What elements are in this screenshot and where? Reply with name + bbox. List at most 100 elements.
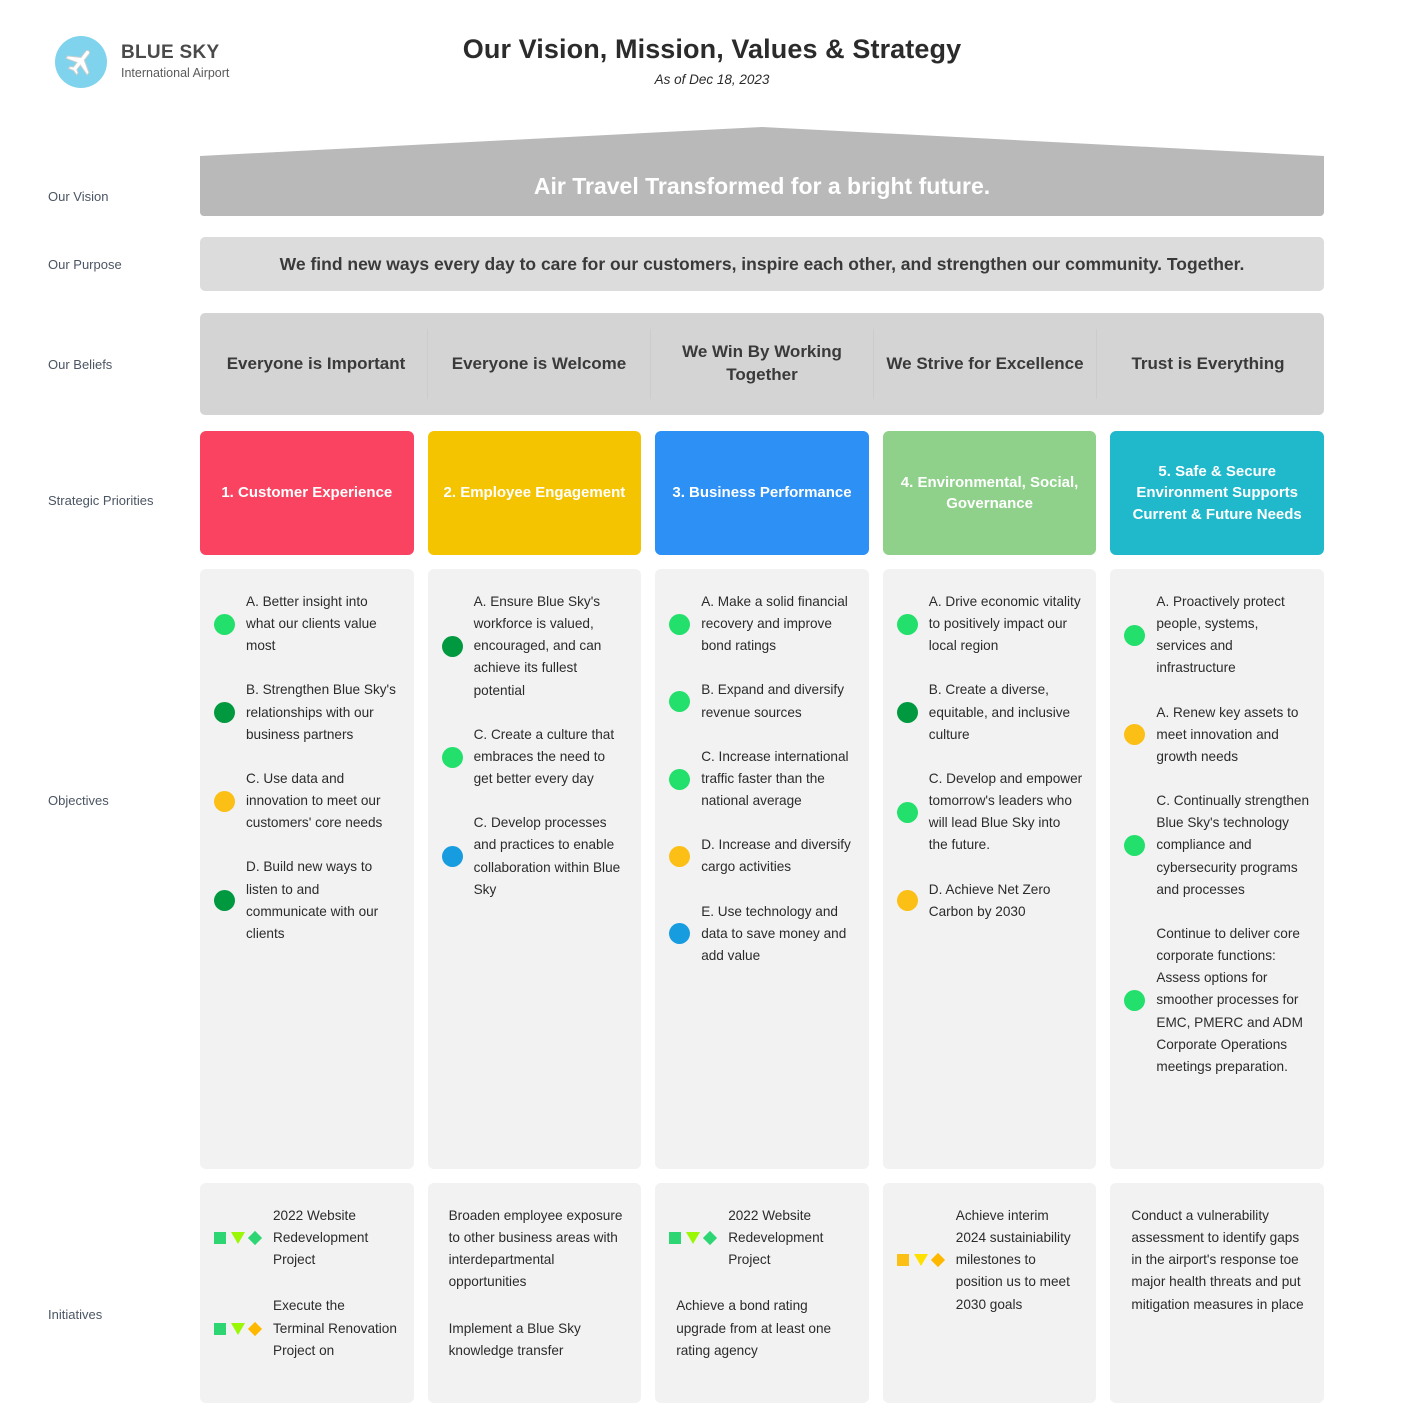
status-dot-icon — [669, 923, 691, 945]
initiative-text: Achieve interim 2024 sustainiability mil… — [955, 1208, 1071, 1312]
row-label-purpose: Our Purpose — [48, 257, 122, 272]
vision-band: Air Travel Transformed for a bright futu… — [200, 156, 1324, 216]
diamond-status-icon — [930, 1253, 945, 1268]
initiative-text: Implement a Blue Sky knowledge transfer — [448, 1320, 581, 1358]
initiative-item[interactable]: Broaden employee exposure to other busin… — [442, 1205, 628, 1294]
status-dot-icon — [214, 702, 235, 724]
airplane-icon — [55, 36, 107, 88]
initiative-item[interactable]: Implement a Blue Sky knowledge transfer — [442, 1318, 628, 1362]
triangle-down-status-icon — [686, 1232, 701, 1245]
objective-item[interactable]: E. Use technology and data to save money… — [669, 901, 855, 967]
objective-text: C. Create a culture that embraces the ne… — [473, 726, 615, 787]
triangle-down-status-icon — [913, 1254, 928, 1267]
objective-column: A. Proactively protect people, systems, … — [1110, 569, 1324, 1169]
row-label-vision: Our Vision — [48, 189, 109, 204]
initiative-item[interactable]: Conduct a vulnerability assessment to id… — [1124, 1205, 1310, 1316]
objective-item[interactable]: D. Increase and diversify cargo activiti… — [669, 834, 855, 878]
priority-card[interactable]: 4. Environmental, Social, Governance — [882, 431, 1097, 555]
initiative-column: Broaden employee exposure to other busin… — [427, 1183, 642, 1403]
status-dot-icon — [1124, 624, 1146, 646]
initiative-item[interactable]: Execute the Terminal Renovation Project … — [214, 1295, 400, 1361]
objective-column: A. Ensure Blue Sky's workforce is valued… — [427, 569, 642, 1169]
status-dot-icon — [1124, 724, 1146, 746]
objective-text: C. Develop processes and practices to en… — [473, 815, 621, 897]
objective-item[interactable]: C. Use data and innovation to meet our c… — [214, 768, 400, 834]
objective-item[interactable]: C. Create a culture that embraces the ne… — [441, 724, 628, 790]
status-dot-icon — [441, 746, 463, 768]
objective-item[interactable]: D. Build new ways to listen to and commu… — [214, 856, 400, 945]
objective-item[interactable]: D. Achieve Net Zero Carbon by 2030 — [896, 879, 1083, 923]
belief-cell: Everyone is Welcome — [428, 329, 651, 399]
square-status-icon — [214, 1322, 226, 1335]
row-label-beliefs: Our Beliefs — [48, 357, 113, 372]
objective-text: A. Renew key assets to meet innovation a… — [1156, 704, 1299, 764]
objective-text: A. Proactively protect people, systems, … — [1156, 594, 1285, 676]
initiative-card: Achieve interim 2024 sustainiability mil… — [882, 1183, 1097, 1403]
objective-card: A. Make a solid financial recovery and i… — [655, 569, 869, 1169]
status-dot-icon — [214, 890, 235, 912]
objective-text: E. Use technology and data to save money… — [701, 903, 847, 963]
page-title: Our Vision, Mission, Values & Strategy — [462, 34, 962, 64]
objective-item[interactable]: A. Make a solid financial recovery and i… — [669, 591, 855, 657]
objective-text: Continue to deliver core corporate funct… — [1156, 925, 1303, 1074]
objective-item[interactable]: C. Continually strengthen Blue Sky's tec… — [1124, 790, 1310, 901]
objective-item[interactable]: Continue to deliver core corporate funct… — [1124, 923, 1310, 1078]
objective-cards: A. Better insight into what our clients … — [200, 569, 1324, 1169]
row-label-initiatives: Initiatives — [48, 1307, 103, 1322]
objective-item[interactable]: A. Ensure Blue Sky's workforce is valued… — [441, 591, 628, 702]
objective-item[interactable]: C. Develop processes and practices to en… — [441, 812, 628, 901]
status-dot-icon — [214, 613, 235, 635]
objective-item[interactable]: A. Proactively protect people, systems, … — [1124, 591, 1310, 680]
diamond-status-icon — [703, 1231, 718, 1246]
diamond-status-icon — [247, 1231, 263, 1246]
objective-item[interactable]: A. Better insight into what our clients … — [214, 591, 400, 657]
objective-text: A. Better insight into what our clients … — [246, 594, 377, 654]
priorities-row: Strategic Priorities 1. Customer Experie… — [0, 431, 1424, 555]
initiative-item[interactable]: Achieve interim 2024 sustainiability mil… — [896, 1205, 1083, 1316]
row-label-objectives: Objectives — [48, 793, 109, 808]
objective-item[interactable]: B. Create a diverse, equitable, and incl… — [896, 679, 1083, 745]
objective-item[interactable]: A. Drive economic vitality to positively… — [896, 591, 1083, 657]
initiative-item[interactable]: Achieve a bond rating upgrade from at le… — [669, 1295, 855, 1361]
initiative-item[interactable]: 2022 Website Redevelopment Project — [214, 1205, 400, 1271]
initiative-column: Achieve interim 2024 sustainiability mil… — [882, 1183, 1097, 1403]
status-dot-icon — [669, 768, 691, 790]
objective-text: C. Use data and innovation to meet our c… — [246, 770, 383, 831]
initiative-text: Broaden employee exposure to other busin… — [448, 1208, 623, 1290]
status-dot-icon — [441, 846, 463, 868]
status-dot-icon — [896, 890, 918, 912]
status-dot-icon — [896, 702, 918, 724]
objective-item[interactable]: C. Develop and empower tomorrow's leader… — [896, 768, 1083, 857]
brand-name: BLUE SKY — [121, 41, 220, 63]
objective-text: B. Create a diverse, equitable, and incl… — [928, 682, 1071, 742]
priority-card[interactable]: 5. Safe & Secure Environment Supports Cu… — [1110, 431, 1324, 555]
objective-text: B. Strengthen Blue Sky's relationships w… — [246, 682, 396, 742]
brand-logo[interactable]: BLUE SKY International Airport — [55, 36, 229, 88]
objective-item[interactable]: A. Renew key assets to meet innovation a… — [1124, 702, 1310, 768]
square-status-icon — [669, 1232, 682, 1245]
priority-card[interactable]: 2. Employee Engagement — [427, 431, 642, 555]
objective-column: A. Drive economic vitality to positively… — [882, 569, 1097, 1169]
status-dot-icon — [441, 635, 463, 657]
initiative-item[interactable]: 2022 Website Redevelopment Project — [669, 1205, 855, 1271]
initiatives-row: Initiatives 2022 Website Redevelopment P… — [0, 1183, 1424, 1403]
page-subtitle: As of Dec 18, 2023 — [654, 72, 770, 87]
priority-column: 4. Environmental, Social, Governance — [882, 431, 1097, 555]
initiative-text: Conduct a vulnerability assessment to id… — [1131, 1208, 1304, 1312]
objective-item[interactable]: B. Expand and diversify revenue sources — [669, 679, 855, 723]
objective-item[interactable]: C. Increase international traffic faster… — [669, 746, 855, 812]
priority-card[interactable]: 1. Customer Experience — [200, 431, 414, 555]
priority-card[interactable]: 3. Business Performance — [655, 431, 869, 555]
row-label-priorities: Strategic Priorities — [48, 493, 154, 508]
initiative-column: Conduct a vulnerability assessment to id… — [1110, 1183, 1324, 1403]
objective-item[interactable]: B. Strengthen Blue Sky's relationships w… — [214, 679, 400, 745]
initiative-status-marks — [214, 1321, 266, 1336]
triangle-down-status-icon — [231, 1232, 245, 1245]
belief-cell: We Strive for Excellence — [874, 329, 1097, 399]
objective-card: A. Better insight into what our clients … — [200, 569, 414, 1169]
status-dot-icon — [896, 801, 918, 823]
